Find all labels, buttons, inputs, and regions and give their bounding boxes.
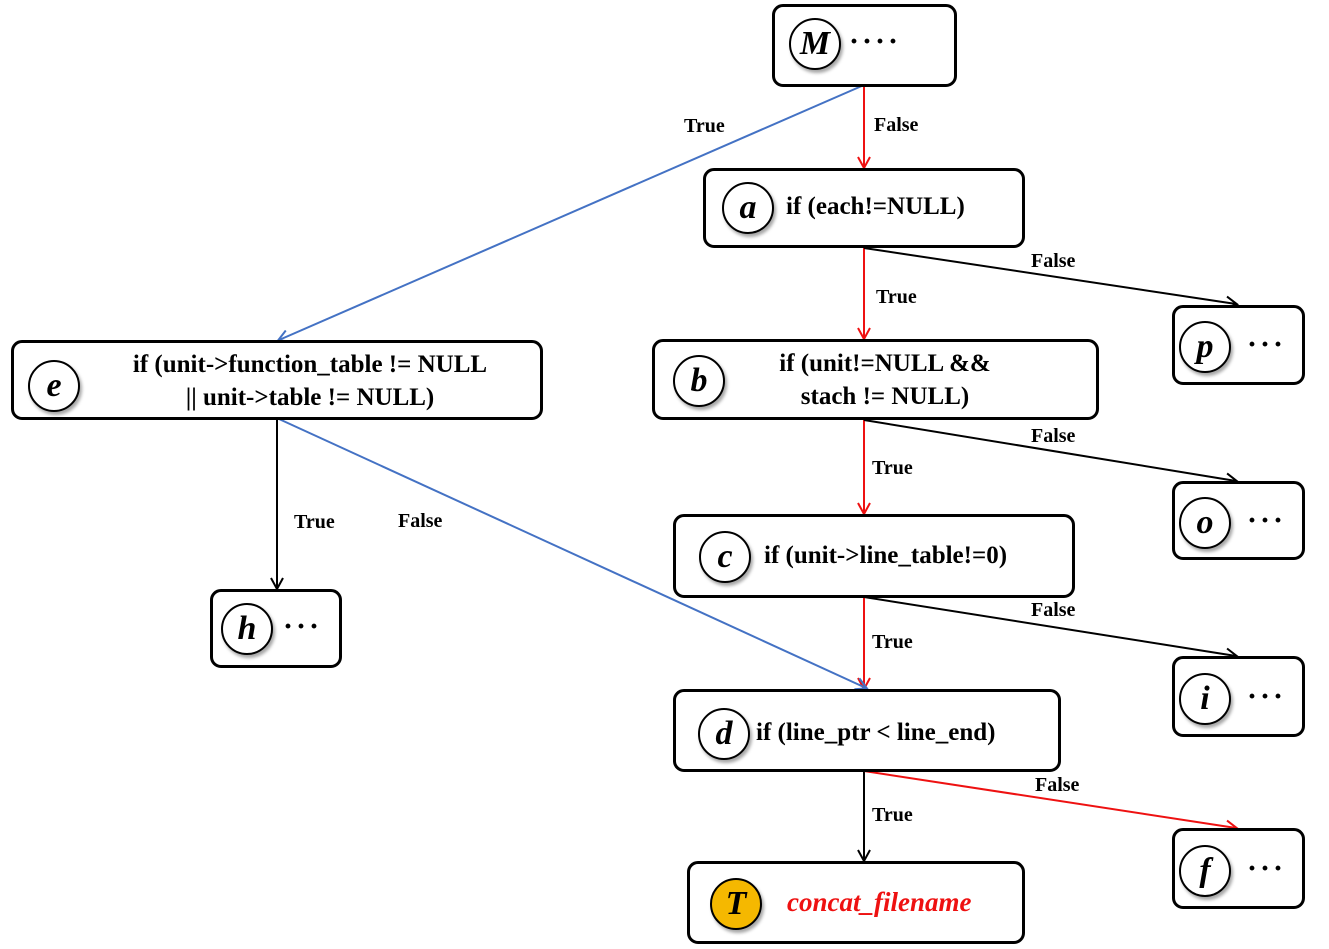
node-e-condition: if (unit->function_table != NULL || unit… bbox=[90, 348, 530, 414]
node-e-line-1: if (unit->function_table != NULL bbox=[132, 351, 488, 378]
edge-label-b-o: False bbox=[1031, 425, 1076, 447]
node-b-letter: b bbox=[690, 362, 708, 399]
edge-label-a-p: False bbox=[1031, 250, 1076, 272]
node-d: d if (line_ptr < line_end) bbox=[673, 689, 1061, 772]
edge-label-d-T: True bbox=[872, 804, 913, 826]
node-a-condition: if (each!=NULL) bbox=[786, 193, 965, 220]
node-b-line-1: if (unit!=NULL && bbox=[779, 350, 991, 377]
node-i-ellipsis: ··· bbox=[1247, 680, 1287, 713]
edge-d-f bbox=[863, 770, 1236, 828]
node-i-badge: i bbox=[1179, 673, 1231, 725]
node-M-ellipsis: ···· bbox=[849, 25, 902, 58]
node-a-letter: a bbox=[739, 189, 757, 226]
node-a: a if (each!=NULL) bbox=[703, 168, 1025, 248]
node-o-letter: o bbox=[1196, 504, 1214, 541]
node-f-letter: f bbox=[1199, 852, 1211, 889]
node-o: o ··· bbox=[1172, 481, 1305, 560]
node-p-letter: p bbox=[1196, 328, 1214, 365]
node-o-badge: o bbox=[1179, 497, 1231, 549]
edge-label-c-i: False bbox=[1031, 599, 1076, 621]
node-i-letter: i bbox=[1200, 680, 1210, 717]
node-e-line-2: || unit->table != NULL) bbox=[185, 384, 435, 411]
edge-label-M-e: True bbox=[684, 115, 725, 137]
node-p-badge: p bbox=[1179, 321, 1231, 373]
node-T-badge: T bbox=[710, 878, 762, 930]
edge-label-b-c: True bbox=[872, 457, 913, 479]
edge-label-e-h: True bbox=[294, 511, 335, 533]
edge-b-o bbox=[863, 419, 1236, 481]
node-M-badge: M bbox=[789, 18, 841, 70]
node-o-ellipsis: ··· bbox=[1247, 504, 1287, 537]
node-T-function-name: concat_filename bbox=[787, 887, 972, 917]
edge-label-a-b: True bbox=[876, 286, 917, 308]
node-M: M ···· bbox=[772, 4, 957, 87]
node-b-badge: b bbox=[673, 355, 725, 407]
node-h-badge: h bbox=[221, 603, 273, 655]
node-c-letter: c bbox=[717, 538, 733, 575]
edge-e-d bbox=[278, 418, 866, 688]
edge-label-M-a: False bbox=[874, 114, 919, 136]
node-f-ellipsis: ··· bbox=[1247, 852, 1287, 885]
edge-label-d-f: False bbox=[1035, 774, 1080, 796]
node-e: e if (unit->function_table != NULL || un… bbox=[11, 340, 543, 420]
node-T: T concat_filename bbox=[687, 861, 1025, 944]
node-f-badge: f bbox=[1179, 845, 1231, 897]
node-a-badge: a bbox=[722, 182, 774, 234]
node-c: c if (unit->line_table!=0) bbox=[673, 514, 1075, 598]
node-p: p ··· bbox=[1172, 305, 1305, 385]
node-e-badge: e bbox=[28, 360, 80, 412]
node-i: i ··· bbox=[1172, 656, 1305, 737]
node-p-ellipsis: ··· bbox=[1247, 328, 1287, 361]
node-e-letter: e bbox=[46, 367, 62, 404]
node-d-condition: if (line_ptr < line_end) bbox=[756, 719, 996, 746]
node-T-letter: T bbox=[725, 885, 747, 922]
edge-label-e-d: False bbox=[398, 510, 443, 532]
node-M-letter: M bbox=[799, 25, 831, 62]
node-h-ellipsis: ··· bbox=[283, 610, 323, 643]
edge-a-p bbox=[863, 247, 1236, 304]
node-c-condition: if (unit->line_table!=0) bbox=[764, 542, 1008, 569]
node-d-badge: d bbox=[698, 708, 750, 760]
node-b-condition: if (unit!=NULL && stach != NULL) bbox=[745, 347, 1025, 413]
edge-c-i bbox=[863, 596, 1236, 656]
node-b-line-2: stach != NULL) bbox=[800, 383, 970, 410]
node-h-letter: h bbox=[237, 610, 257, 647]
node-c-badge: c bbox=[699, 531, 751, 583]
node-b: b if (unit!=NULL && stach != NULL) bbox=[652, 339, 1099, 420]
node-f: f ··· bbox=[1172, 828, 1305, 909]
edge-label-c-d: True bbox=[872, 631, 913, 653]
node-h: h ··· bbox=[210, 589, 342, 668]
edge-M-e bbox=[279, 84, 865, 340]
node-d-letter: d bbox=[715, 715, 733, 752]
